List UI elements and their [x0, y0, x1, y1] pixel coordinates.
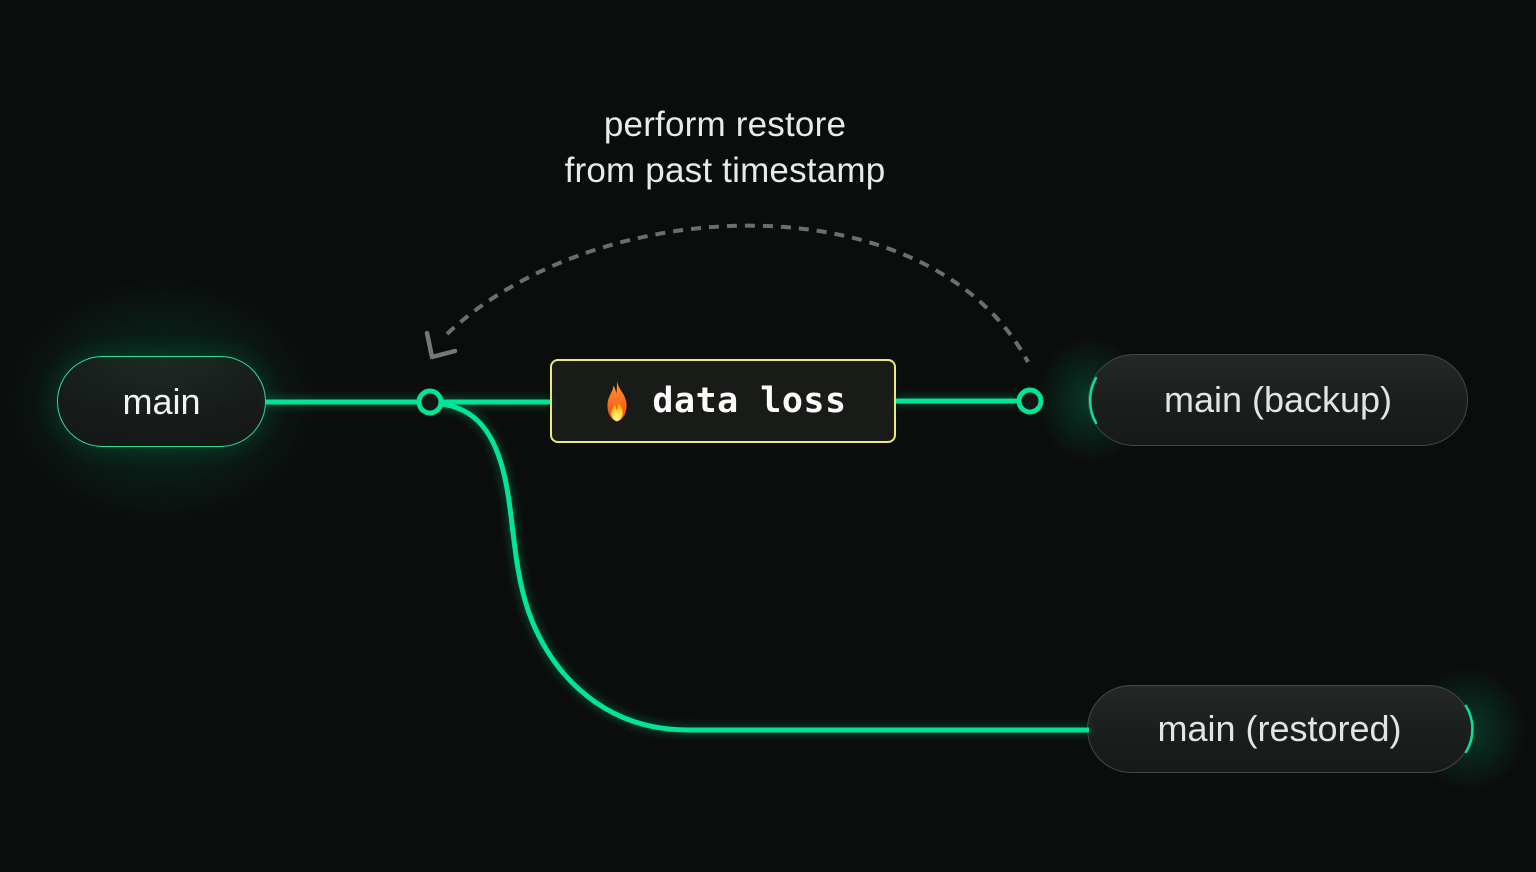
- commit-node-right: [1016, 387, 1044, 415]
- annotation-line-2: from past timestamp: [564, 151, 886, 190]
- branch-node-main: main: [57, 356, 266, 447]
- data-loss-box: data loss: [550, 359, 896, 443]
- branch-label-main: main: [122, 380, 201, 422]
- annotation-line-1: perform restore: [603, 105, 847, 144]
- fire-icon: [599, 378, 635, 424]
- edge-restore-branch: [429, 400, 1089, 733]
- restore-arc-dashed: [445, 223, 1030, 363]
- restore-annotation: perform restore from past timestamp: [428, 102, 1022, 194]
- restore-arrowhead: [424, 330, 458, 360]
- branch-node-restored: main (restored): [1087, 685, 1472, 773]
- branch-label-restored: main (restored): [1157, 708, 1402, 749]
- branch-node-backup: main (backup): [1088, 354, 1468, 446]
- branch-label-backup: main (backup): [1163, 379, 1393, 420]
- green-connectors: [266, 398, 1089, 733]
- commit-node-left: [416, 388, 444, 416]
- data-loss-label: data loss: [652, 381, 847, 421]
